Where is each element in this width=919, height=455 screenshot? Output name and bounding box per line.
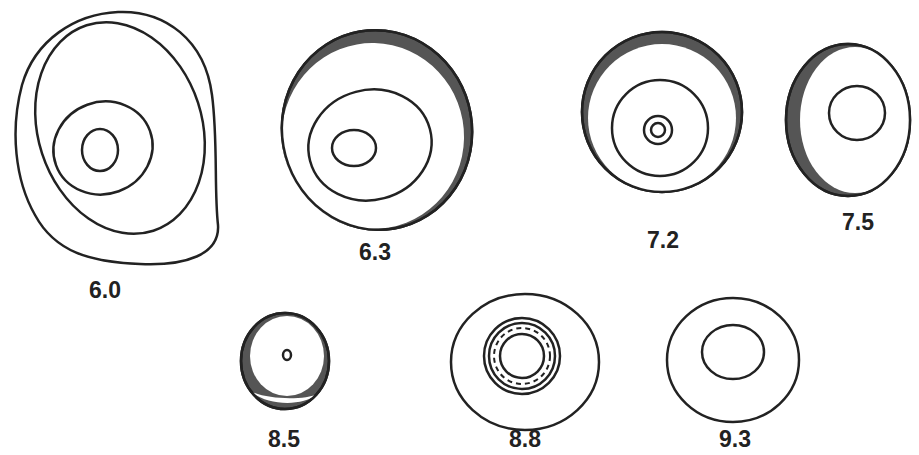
sample-value: 7.5 [842, 211, 874, 234]
grain-section [241, 313, 329, 409]
sample-value: 7.2 [647, 229, 679, 252]
sample-value: 6.0 [89, 279, 121, 302]
sample-value: 8.5 [268, 428, 300, 451]
grain-section [266, 15, 488, 245]
grain-section [786, 44, 910, 196]
grain-section [582, 32, 742, 192]
grain-section [9, 0, 232, 264]
grain-section [667, 298, 799, 422]
grain-section [451, 294, 599, 430]
sample-value: 9.3 [719, 428, 751, 451]
sample-value: 8.8 [509, 428, 541, 451]
sample-value: 6.3 [359, 241, 391, 264]
